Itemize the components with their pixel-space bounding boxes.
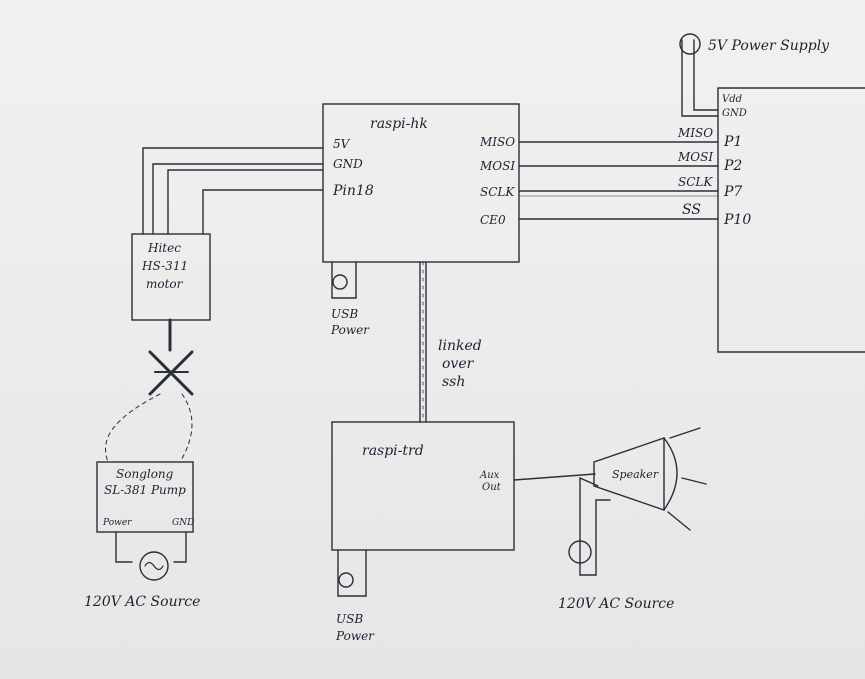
pin-18-label: Pin18 (332, 183, 374, 199)
pin-gnd-label: GND (333, 157, 363, 171)
pin-sclk-label: SCLK (480, 185, 515, 199)
motor-label-1: Hitec (147, 241, 181, 255)
link-label-3: ssh (442, 374, 465, 390)
adc-p1-label: P1 (723, 134, 742, 150)
adc-p7-label: P7 (723, 184, 742, 200)
wire-ss-label: SS (682, 202, 701, 218)
supply-label: 5V Power Supply (708, 38, 830, 54)
propeller-icon (150, 352, 192, 394)
pin-5v-label: 5V (333, 137, 351, 151)
pump-power-wire (116, 532, 132, 562)
adc-p2-label: P2 (723, 158, 742, 174)
ac-source-left-label: 120V AC Source (84, 594, 200, 610)
wire-sclk-label: SCLK (678, 175, 713, 189)
pin-ce0-label: CE0 (480, 213, 506, 227)
wire-mosi-label: MOSI (677, 150, 713, 164)
usb-power-trd-label-2: Power (335, 629, 375, 643)
raspi-hk-title: raspi-hk (370, 116, 428, 132)
pin-mosi-label: MOSI (479, 159, 515, 173)
usb-power-hk-icon (332, 262, 356, 298)
speaker-power-wire (580, 478, 610, 575)
ssh-link (420, 262, 426, 422)
pump-label-2: SL-381 Pump (104, 483, 186, 497)
usb-power-trd-label: USB (336, 612, 363, 626)
pump-tubing (106, 394, 192, 462)
speaker-label: Speaker (612, 468, 659, 481)
aux-label-1: Aux (479, 470, 500, 481)
pump-gnd-label: GND (172, 518, 194, 528)
usb-power-hk-label: USB (331, 307, 358, 321)
adc-p10-label: P10 (723, 212, 751, 228)
usb-power-trd-icon (338, 550, 366, 596)
raspi-trd-title: raspi-trd (362, 443, 424, 459)
adc-vdd-label: Vdd (722, 94, 742, 105)
motor-label-2: HS-311 (141, 259, 188, 273)
pump-power-label: Power (102, 518, 132, 528)
pump-label-1: Songlong (116, 467, 174, 481)
motor-wires (143, 148, 323, 234)
ac-source-right-label: 120V AC Source (558, 596, 674, 612)
aux-label-2: Out (482, 482, 502, 493)
motor-label-3: motor (146, 277, 184, 291)
pump-gnd-wire (174, 532, 186, 562)
adc-gnd-label: GND (722, 108, 747, 119)
wire-miso-label: MISO (677, 126, 713, 140)
link-label-1: linked (438, 338, 482, 354)
link-label-2: over (442, 356, 475, 372)
pin-miso-label: MISO (479, 135, 515, 149)
usb-power-hk-label-2: Power (330, 323, 370, 337)
supply-source-icon (680, 34, 700, 54)
